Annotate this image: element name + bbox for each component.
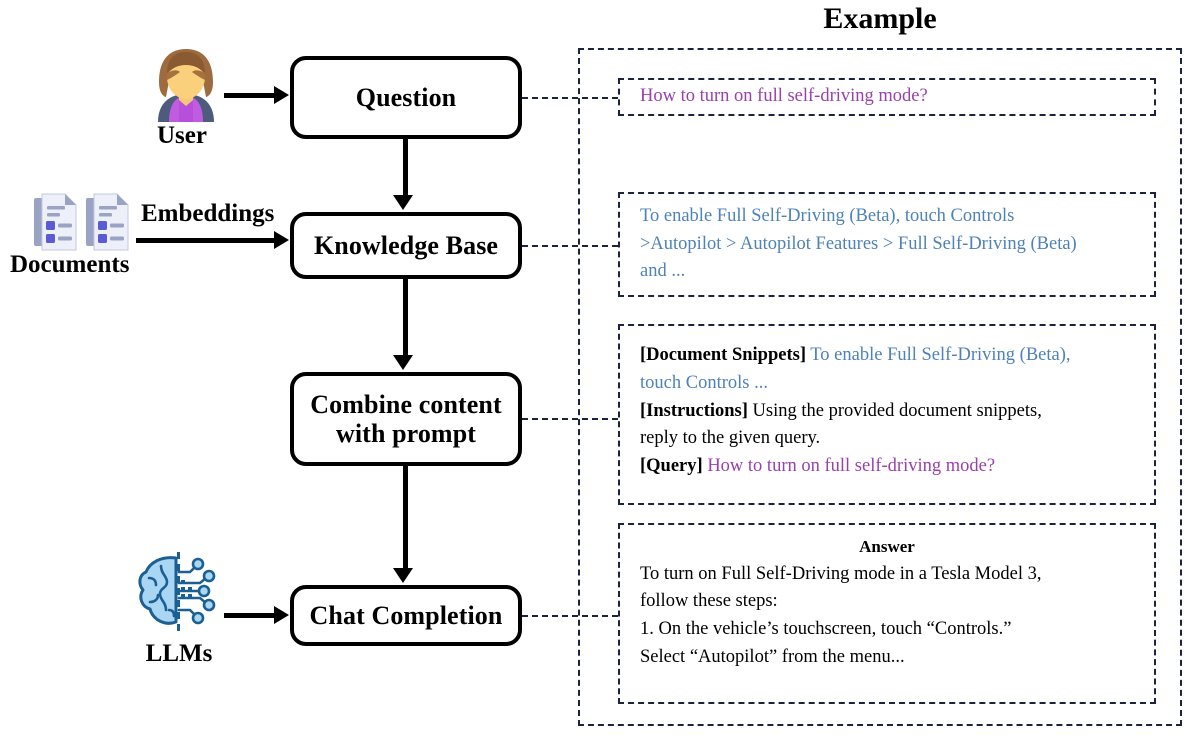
prompt-query-line: [Query] How to turn on full self-driving… xyxy=(640,453,1134,481)
llms-label: LLMs xyxy=(145,640,213,667)
prompt-query-text: How to turn on full self-driving mode? xyxy=(702,456,996,476)
arrow-documents-to-kb-line xyxy=(136,238,278,243)
node-combine-label-line2: with prompt xyxy=(335,419,477,448)
answer-line-2: follow these steps: xyxy=(640,591,778,612)
node-question[interactable]: Question xyxy=(290,56,522,139)
example-question-text: How to turn on full self-driving mode? xyxy=(640,86,928,107)
embeddings-label: Embeddings xyxy=(141,200,275,227)
documents-label: Documents xyxy=(10,251,130,278)
arrow-question-to-kb-line xyxy=(403,139,408,197)
arrow-kb-to-combine-head xyxy=(393,355,413,370)
answer-line-3: 1. On the vehicle’s touchscreen, touch “… xyxy=(640,619,1012,639)
arrow-combine-to-chat-head xyxy=(393,568,413,583)
node-knowledge-base-label: Knowledge Base xyxy=(313,230,499,260)
dashed-link-knowledge-base xyxy=(522,245,618,247)
kb-line-1: To enable Full Self-Driving (Beta), touc… xyxy=(640,205,1015,226)
arrow-combine-to-chat-line xyxy=(403,466,408,570)
prompt-snippets-line-1: [Document Snippets] To enable Full Self-… xyxy=(640,342,1134,370)
answer-line-4: Select “Autopilot” from the menu... xyxy=(640,646,905,667)
example-panel-prompt: [Document Snippets] To enable Full Self-… xyxy=(618,324,1156,505)
kb-line-3: and ... xyxy=(640,261,686,282)
arrow-question-to-kb-head xyxy=(393,195,413,210)
answer-line-1: To turn on Full Self-Driving mode in a T… xyxy=(640,563,1042,584)
dashed-link-question xyxy=(522,97,618,99)
user-avatar-icon xyxy=(150,46,222,122)
kb-line-2: >Autopilot > Autopilot Features > Full S… xyxy=(640,233,1077,254)
node-chat-completion-label: Chat Completion xyxy=(309,600,503,630)
prompt-snippets-tag: [Document Snippets] xyxy=(640,345,806,365)
arrow-llms-to-chat-head xyxy=(274,606,289,624)
example-panel-question: How to turn on full self-driving mode? xyxy=(618,78,1156,116)
node-chat-completion[interactable]: Chat Completion xyxy=(290,585,522,646)
brain-circuit-icon xyxy=(136,550,222,636)
arrow-documents-to-kb-head xyxy=(274,231,289,249)
prompt-query-tag: [Query] xyxy=(640,456,703,476)
prompt-snippets-line-2: touch Controls ... xyxy=(640,372,768,393)
example-title: Example xyxy=(823,2,937,35)
documents-icon xyxy=(32,192,132,252)
dashed-link-chat xyxy=(522,615,618,617)
prompt-instructions-tag: [Instructions] xyxy=(640,400,748,421)
user-label: User xyxy=(157,122,207,149)
prompt-instructions-line-1: [Instructions] Using the provided docume… xyxy=(640,398,1134,426)
dashed-link-combine xyxy=(522,418,618,420)
node-combine-label-line1: Combine content xyxy=(310,389,502,419)
example-panel-answer: Answer To turn on Full Self-Driving mode… xyxy=(618,523,1156,704)
arrow-kb-to-combine-line xyxy=(403,279,408,357)
node-knowledge-base[interactable]: Knowledge Base xyxy=(290,212,522,279)
prompt-instructions-line-2: reply to the given query. xyxy=(640,428,821,449)
example-panel-knowledge-base: To enable Full Self-Driving (Beta), touc… xyxy=(618,192,1156,297)
example-outer-frame xyxy=(578,48,1182,726)
arrow-llms-to-chat-line xyxy=(224,613,276,618)
node-question-label: Question xyxy=(355,82,457,112)
answer-heading: Answer xyxy=(859,537,915,556)
node-combine-content[interactable]: Combine content with prompt xyxy=(290,372,522,466)
arrow-user-to-question-head xyxy=(274,86,289,104)
prompt-snippets-text-1: To enable Full Self-Driving (Beta), xyxy=(806,345,1071,365)
arrow-user-to-question-line xyxy=(224,93,276,98)
prompt-instructions-text-1: Using the provided document snippets, xyxy=(747,400,1042,421)
